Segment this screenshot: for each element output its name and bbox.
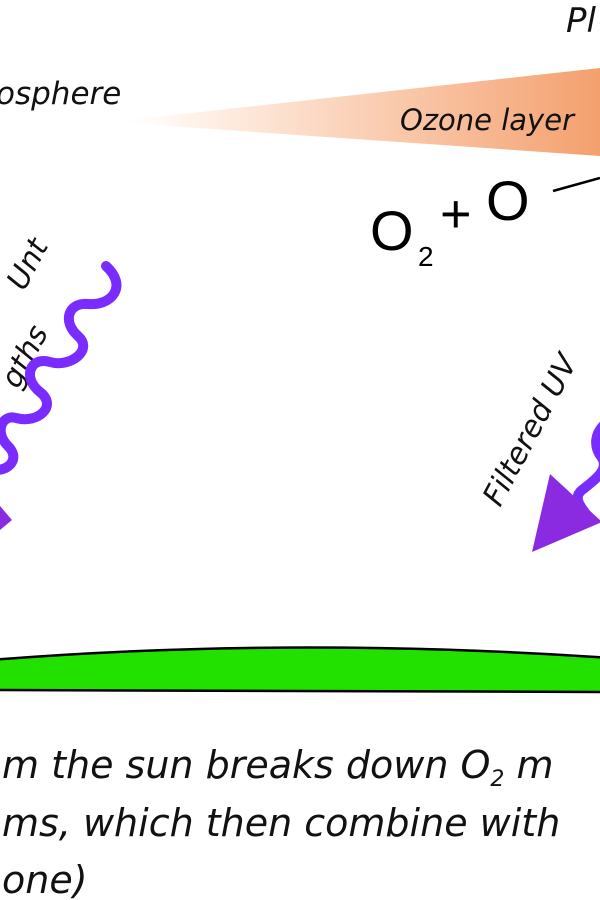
caption-line-2: ms, which then combine with	[2, 801, 560, 845]
incoming-uv-label-line1: Unt	[0, 232, 56, 296]
plus-sign: +	[440, 184, 472, 244]
caption-line-3: one)	[2, 858, 88, 900]
reaction-formula: O 2 + O	[370, 169, 530, 272]
filtered-uv-arrowhead	[532, 474, 600, 552]
oxygen-atom: O	[486, 169, 530, 232]
caption-line-1: m the sun breaks down O2 m	[2, 743, 554, 792]
ground-surface	[0, 646, 600, 694]
top-right-label: Pl	[566, 1, 597, 41]
incoming-uv-arrowhead	[0, 506, 12, 530]
ozone-layer-band	[110, 68, 600, 156]
reaction-leader-line	[552, 176, 600, 193]
o2-subscript: 2	[418, 241, 434, 272]
incoming-uv-wave	[0, 261, 122, 475]
stratosphere-label: osphere	[0, 76, 121, 112]
ozone-layer-label: Ozone layer	[400, 103, 576, 137]
filtered-uv-wave	[572, 421, 600, 519]
filtered-uv-label: Filtered UV	[476, 347, 586, 512]
o2-molecule: O	[370, 199, 414, 262]
